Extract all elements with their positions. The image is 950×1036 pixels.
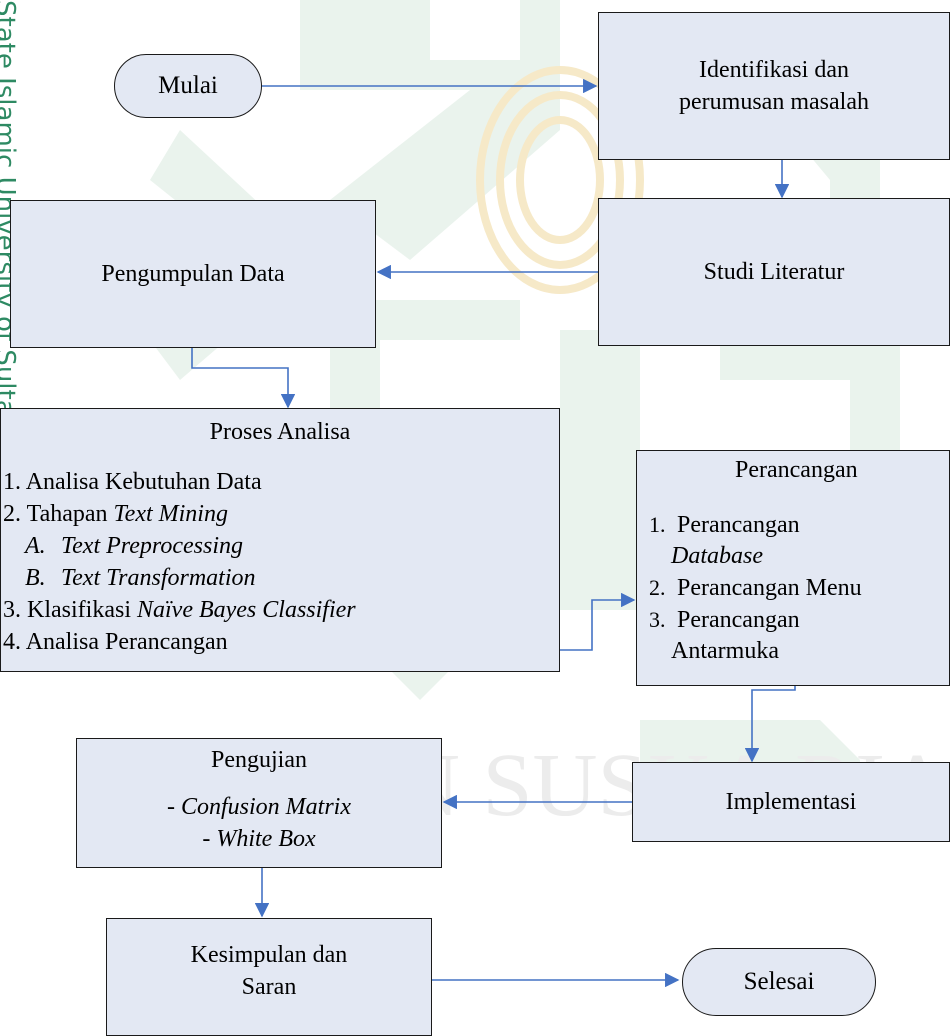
perancangan-box: Perancangan 1. Perancangan Database 2. P…: [636, 450, 950, 686]
list-item: B.Text Transformation: [25, 565, 256, 591]
pengujian-item-2: - White Box: [202, 826, 316, 852]
pengujian-box: Pengujian - Confusion Matrix - White Box: [76, 738, 442, 868]
arrow-analisa-to-perancangan: [560, 592, 636, 651]
list-item-continued: Antarmuka: [671, 638, 779, 664]
perancangan-list: 1. Perancangan Database 2. Perancangan M…: [649, 509, 862, 667]
end-label: Selesai: [743, 968, 815, 996]
implementasi-box: Implementasi: [632, 762, 950, 842]
implementasi-label: Implementasi: [725, 788, 857, 815]
list-item: 2. Tahapan Text Mining: [3, 501, 228, 527]
identifikasi-line-2: perumusan masalah: [679, 89, 869, 115]
studi-literatur-label: Studi Literatur: [703, 258, 845, 285]
pengumpulan-data-box: Pengumpulan Data: [10, 200, 376, 348]
start-label: Mulai: [158, 72, 218, 100]
kesimpulan-box: Kesimpulan dan Saran: [106, 918, 432, 1036]
pengujian-item-1: - Confusion Matrix: [167, 794, 351, 820]
list-item: 1. Perancangan: [649, 512, 800, 538]
kesimpulan-line-1: Kesimpulan dan: [190, 942, 348, 968]
proses-analisa-title: Proses Analisa: [209, 419, 351, 445]
arrow-pengumpulan-to-analisa: [191, 348, 296, 409]
pengujian-title: Pengujian: [211, 747, 307, 773]
identifikasi-box: Identifikasi dan perumusan masalah: [598, 12, 950, 160]
perancangan-title: Perancangan: [735, 457, 858, 483]
proses-analisa-list: 1. Analisa Kebutuhan Data 2. Tahapan Tex…: [3, 466, 356, 658]
list-item: 4. Analisa Perancangan: [3, 629, 228, 655]
start-terminal: Mulai: [114, 54, 262, 118]
list-item: 2. Perancangan Menu: [649, 575, 862, 601]
studi-literatur-box: Studi Literatur: [598, 198, 950, 346]
pengumpulan-data-label: Pengumpulan Data: [101, 260, 285, 287]
kesimpulan-line-2: Saran: [241, 974, 297, 1001]
list-item: 3. Perancangan: [649, 607, 800, 633]
list-item: 1. Analisa Kebutuhan Data: [3, 469, 262, 495]
identifikasi-line-1: Identifikasi dan: [699, 56, 849, 83]
list-item: A.Text Preprocessing: [25, 533, 243, 559]
list-item: 3. Klasifikasi Naïve Bayes Classifier: [3, 597, 356, 623]
list-item-continued: Database: [671, 543, 763, 569]
proses-analisa-box: Proses Analisa 1. Analisa Kebutuhan Data…: [0, 408, 560, 672]
end-terminal: Selesai: [682, 948, 876, 1016]
